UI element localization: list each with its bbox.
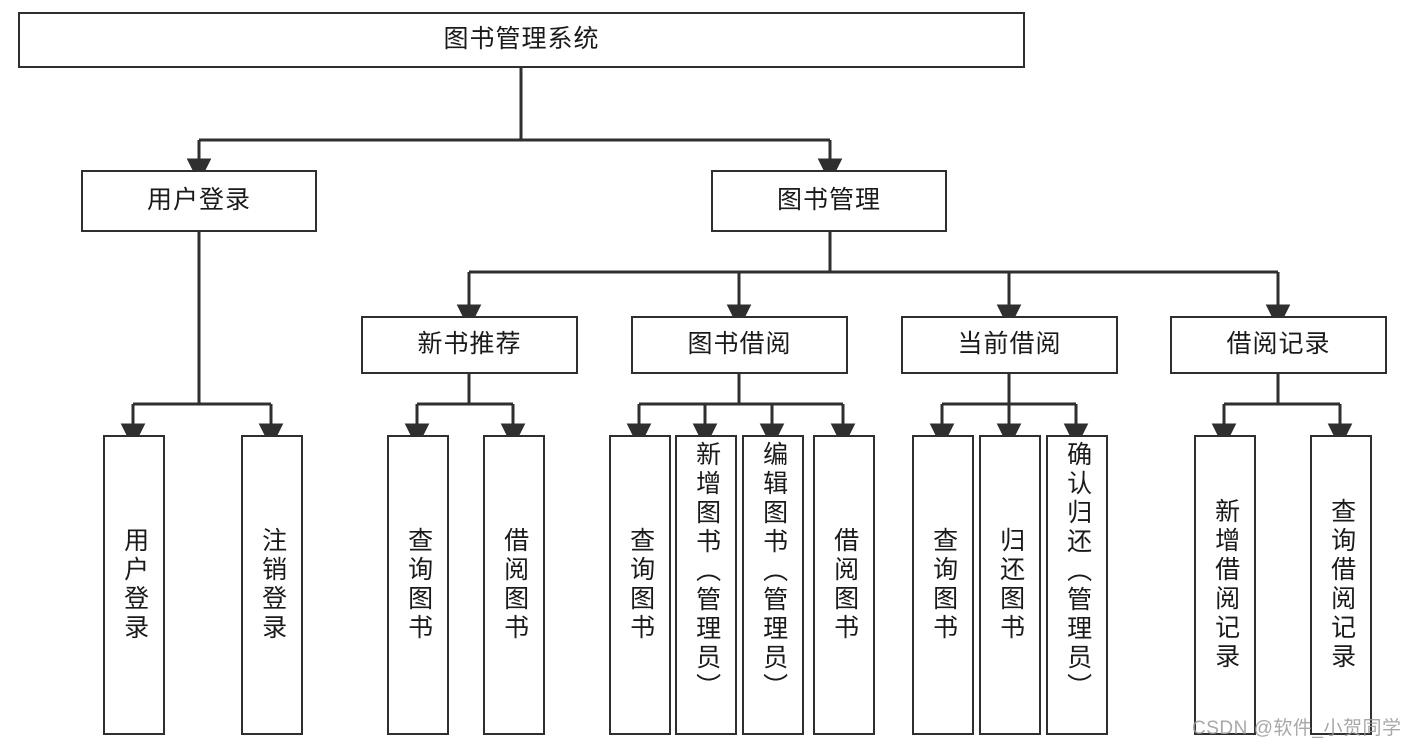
watermark: CSDN @软件_小贺同学 <box>1192 718 1402 739</box>
node-root[interactable]: 图书管理系统 <box>18 12 1025 68</box>
leaf-bb-query-book[interactable]: 查询图书 <box>609 435 671 735</box>
leaf-br-add-record[interactable]: 新增借阅记录 <box>1194 435 1256 735</box>
leaf-bb-borrow-book[interactable]: 借阅图书 <box>813 435 875 735</box>
node-user-login[interactable]: 用户登录 <box>81 170 317 232</box>
node-book-management[interactable]: 图书管理 <box>711 170 947 232</box>
leaf-logout[interactable]: 注销登录 <box>241 435 303 735</box>
leaf-cb-confirm-return[interactable]: 确认归还（管理员） <box>1046 435 1108 735</box>
node-borrow-record[interactable]: 借阅记录 <box>1170 316 1387 374</box>
leaf-user-login[interactable]: 用户登录 <box>103 435 165 735</box>
leaf-cb-query-book[interactable]: 查询图书 <box>912 435 974 735</box>
node-book-borrow[interactable]: 图书借阅 <box>631 316 848 374</box>
leaf-br-query-record[interactable]: 查询借阅记录 <box>1310 435 1372 735</box>
leaf-bb-add-book[interactable]: 新增图书（管理员） <box>675 435 737 735</box>
leaf-bb-edit-book[interactable]: 编辑图书（管理员） <box>742 435 804 735</box>
node-current-borrow[interactable]: 当前借阅 <box>901 316 1118 374</box>
leaf-nb-borrow-book[interactable]: 借阅图书 <box>483 435 545 735</box>
leaf-cb-return-book[interactable]: 归还图书 <box>979 435 1041 735</box>
node-new-book-recommend[interactable]: 新书推荐 <box>361 316 578 374</box>
leaf-nb-query-book[interactable]: 查询图书 <box>387 435 449 735</box>
